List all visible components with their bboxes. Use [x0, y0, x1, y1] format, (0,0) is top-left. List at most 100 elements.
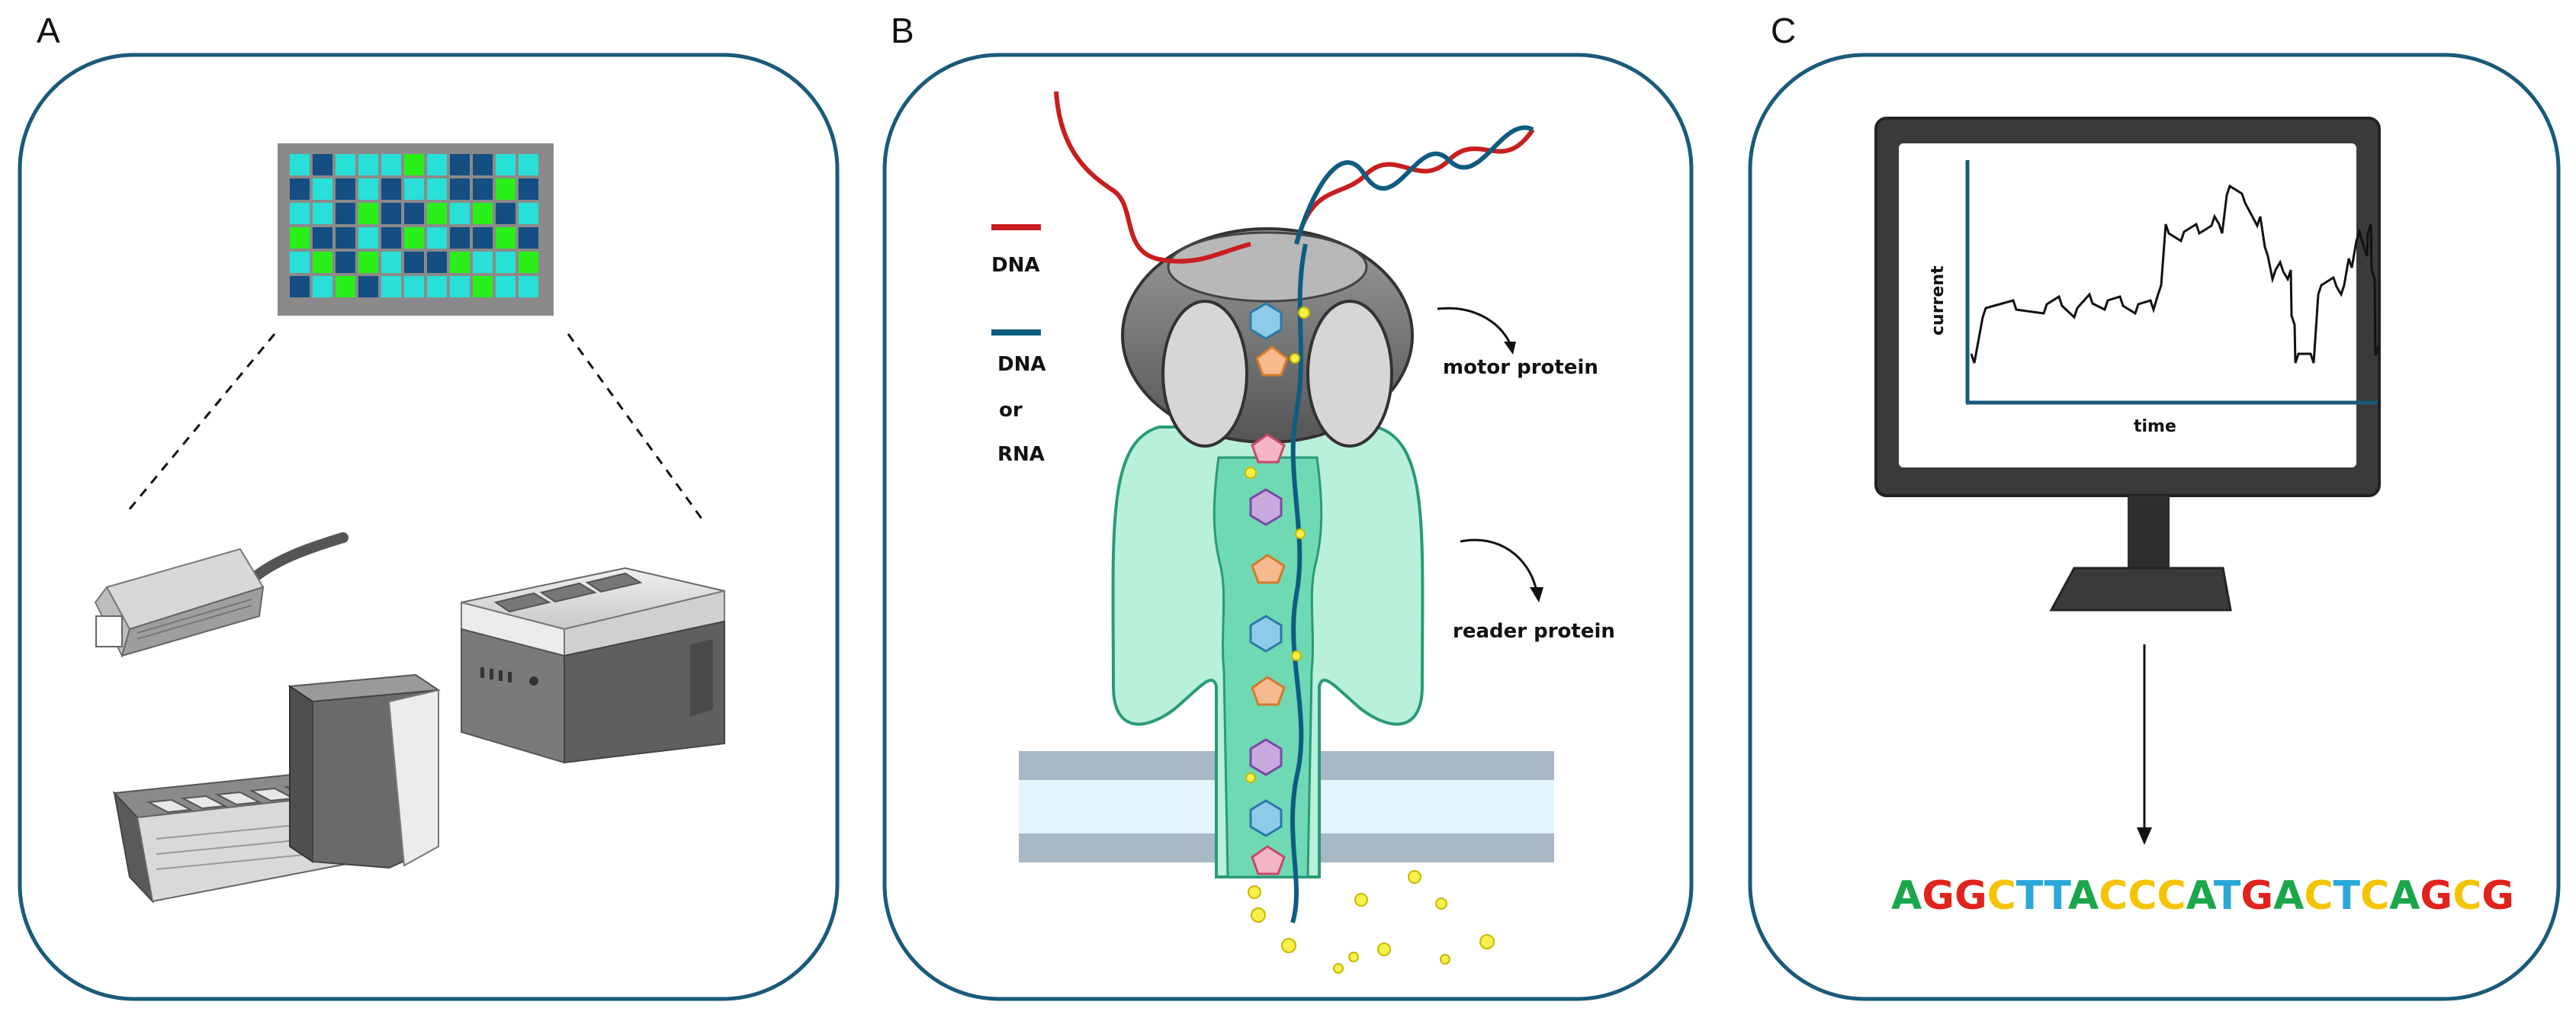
flow-cell-well [496, 203, 516, 224]
sequence-base: C [1987, 873, 2016, 919]
panel-b: B DNA DNA or RNA [882, 11, 1694, 1001]
flow-cell-well [336, 227, 355, 249]
flow-cell-well [313, 252, 332, 273]
flow-cell-well [290, 203, 310, 224]
panel-letter-c: C [1771, 11, 1796, 50]
flow-cell-well [450, 154, 470, 175]
flow-cell-well [404, 252, 424, 273]
plot-ylabel: current [1929, 265, 1948, 336]
flow-cell-well [404, 203, 424, 224]
sequence-base: A [1891, 873, 1922, 919]
flow-cell-well [427, 276, 447, 297]
sequence-base: C [2099, 873, 2128, 919]
strand-through-pore [1290, 243, 1308, 923]
usb-sequencer-device [94, 532, 348, 658]
flow-cell-well [290, 178, 310, 200]
zoom-line-right [567, 333, 703, 519]
flow-cell-well [313, 276, 332, 297]
sequence-base: A [2068, 873, 2099, 919]
flow-cell-well [473, 227, 493, 249]
flow-cell-well [404, 154, 424, 175]
sequence-base: T [2016, 873, 2044, 919]
flow-cell-well [381, 154, 401, 175]
flow-cell-well [290, 154, 310, 175]
legend-dna-or-rna-line1: DNA [997, 353, 1045, 376]
sequence-base: G [2240, 873, 2273, 919]
motor-protein-label: motor protein [1443, 356, 1598, 379]
reader-protein-label: reader protein [1453, 620, 1615, 643]
dna-helix-blue [1294, 125, 1534, 245]
monitor-base [2049, 567, 2232, 612]
sequence-base: C [2360, 873, 2389, 919]
flow-cell-well [313, 227, 332, 249]
flow-cell-well [404, 178, 424, 200]
flow-cell-grid [278, 143, 554, 316]
legend-dna-or-rna-line3: RNA [997, 443, 1045, 466]
flow-cell-well [381, 227, 401, 249]
panel-c: C current time AGGCTTACCCATGACTCAGCG [1748, 11, 2561, 1001]
flow-cell-well [336, 154, 355, 175]
flow-cell-well [473, 252, 493, 273]
flow-cell-well [313, 154, 332, 175]
flow-cell-well [450, 203, 470, 224]
flow-cell-well [427, 203, 447, 224]
flow-cell-well [473, 154, 493, 175]
basecalled-sequence: AGGCTTACCCATGACTCAGCG [1891, 873, 2514, 919]
dna-strand-red [1054, 91, 1251, 264]
current-trace [1970, 184, 2380, 364]
flow-cell-well [450, 227, 470, 249]
flow-cell-well [519, 178, 538, 200]
nucleotides [1249, 302, 1289, 875]
sequence-base: G [2420, 873, 2452, 919]
flow-cell-well [336, 252, 355, 273]
pore-channel [1213, 456, 1323, 878]
flow-cell-well [496, 227, 516, 249]
flow-cell-well [336, 203, 355, 224]
flow-cell-well [496, 178, 516, 200]
flow-cell-well [450, 276, 470, 297]
panel-letter-b: B [891, 11, 914, 50]
flow-cell-well [358, 178, 378, 200]
sequence-base: T [2214, 873, 2241, 919]
flow-cell-well [404, 227, 424, 249]
flow-cell-well [358, 203, 378, 224]
current-trace-plot: current time [1929, 160, 2380, 436]
flow-cell-well [519, 154, 538, 175]
tabletop-sequencer-small [112, 673, 441, 904]
sequence-base: C [2157, 873, 2186, 919]
flow-cell-well [358, 227, 378, 249]
legend-dna-or-rna-line2: or [999, 399, 1023, 422]
flow-cell-well [496, 252, 516, 273]
flow-cell-well [519, 276, 538, 297]
flow-cell-well [313, 203, 332, 224]
flow-cell-well [290, 252, 310, 273]
panel-a: A [18, 11, 840, 1001]
flow-cell-well [519, 252, 538, 273]
sequence-base: T [2333, 873, 2360, 919]
flow-cell-well [381, 276, 401, 297]
flow-cell-well [381, 252, 401, 273]
flow-cell-well [313, 178, 332, 200]
flow-cell-well [404, 276, 424, 297]
monitor-neck [2128, 496, 2170, 568]
zoom-line-left [127, 333, 276, 512]
flow-cell-well [381, 203, 401, 224]
sequence-base: G [1922, 873, 1954, 919]
flow-cell-well [519, 227, 538, 249]
tabletop-sequencer-large [461, 567, 725, 764]
sequence-base: A [2389, 873, 2420, 919]
sequence-base: C [2304, 873, 2333, 919]
flow-cell-well [473, 203, 493, 224]
flow-cell-well [473, 178, 493, 200]
motor-protein-arrowhead [1504, 342, 1516, 355]
flow-cell-well [473, 276, 493, 297]
flow-cell-well [427, 227, 447, 249]
panel-letter-a: A [37, 11, 60, 50]
sequence-base: G [2481, 873, 2514, 919]
reader-protein-arrow [1460, 538, 1538, 592]
monitor-screen [1899, 143, 2356, 467]
flow-cell-well [290, 276, 310, 297]
sequence-base: G [1954, 873, 1987, 919]
flow-cell-well [496, 276, 516, 297]
